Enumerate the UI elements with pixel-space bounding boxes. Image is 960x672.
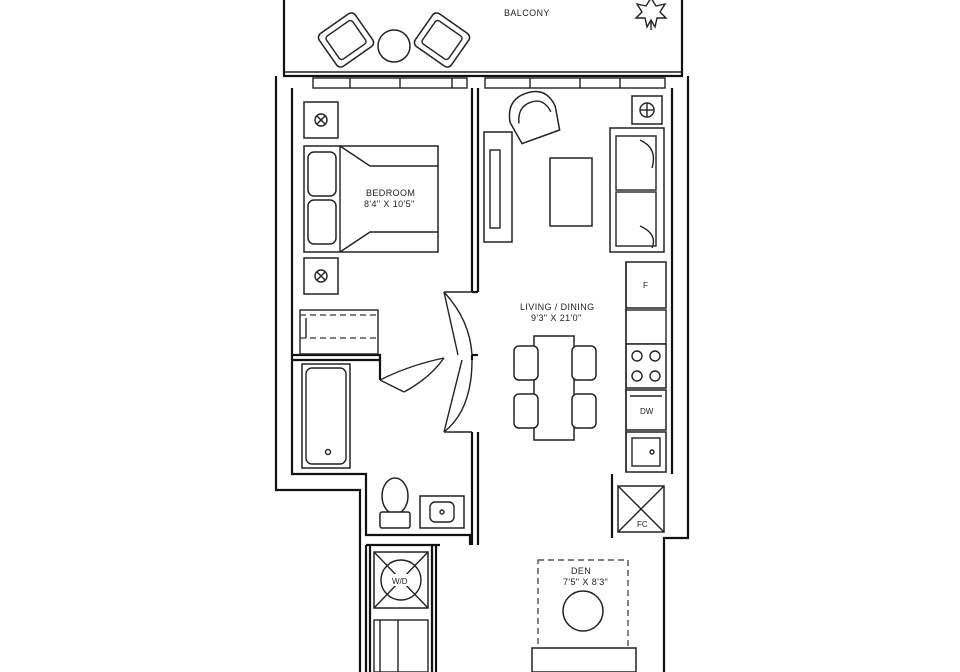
living-label: LIVING / DINING: [520, 302, 595, 312]
bedroom-door[interactable]: [443, 291, 459, 356]
dining-chair: [571, 393, 597, 429]
kitchen: F DW: [625, 261, 667, 473]
armchair-icon: [508, 90, 561, 145]
bedroom: BEDROOM 8'4" X 10'5": [299, 101, 473, 356]
media-unit: [483, 131, 513, 243]
stove-icon: [625, 343, 667, 389]
nightstand: [303, 257, 339, 295]
armchair-icon: [413, 12, 471, 68]
den-size: 7'5" X 8'3": [563, 577, 608, 587]
unit-walls: [274, 76, 690, 672]
fireplace-vent: [631, 95, 663, 125]
lamp-icon: [314, 269, 328, 283]
bed-icon: [303, 145, 439, 253]
den-label: DEN: [571, 566, 591, 576]
bedroom-size: 8'4" X 10'5": [364, 199, 415, 209]
den: DEN 7'5" X 8'3": [531, 559, 637, 672]
dining-chair: [513, 393, 539, 429]
counter: [625, 309, 667, 345]
closet: [299, 309, 379, 355]
fridge: [625, 261, 667, 309]
fridge-label: F: [643, 281, 648, 290]
balcony-outline: [282, 0, 684, 78]
toilet-icon: [379, 477, 411, 529]
lamp-icon: [314, 113, 328, 127]
storage: [373, 619, 429, 672]
living-size: 9'3" X 21'0": [531, 313, 582, 323]
bathroom-door[interactable]: [379, 357, 445, 381]
balcony-label: BALCONY: [504, 8, 550, 18]
bedroom-label: BEDROOM: [366, 188, 415, 198]
plant-icon: [634, 0, 668, 30]
sink-icon: [625, 431, 667, 473]
sofa-icon: [609, 127, 665, 253]
table-icon: [377, 29, 411, 63]
coat-closet-label: FC: [637, 520, 648, 529]
bathroom: [301, 357, 473, 529]
den-outline: [537, 559, 629, 672]
table-icon: [562, 590, 604, 632]
dining-chair: [571, 345, 597, 381]
bathtub-icon: [301, 363, 351, 469]
pillow: [307, 199, 337, 245]
washer-dryer-label: W/D: [392, 577, 408, 586]
armchair-icon: [317, 12, 375, 68]
dining-chair: [513, 345, 539, 381]
sink-icon: [419, 495, 465, 529]
dishwasher-label: DW: [640, 407, 654, 416]
coat-closet: FC: [610, 474, 665, 538]
coffee-table: [549, 157, 593, 227]
living-dining: LIVING / DINING 9'3" X 21'0": [483, 90, 665, 441]
pillow: [307, 151, 337, 197]
den-desk: [531, 647, 637, 672]
window-wall: [312, 77, 666, 89]
balcony: BALCONY: [282, 0, 684, 78]
dining-table: [513, 335, 597, 441]
laundry: W/D: [373, 551, 429, 672]
